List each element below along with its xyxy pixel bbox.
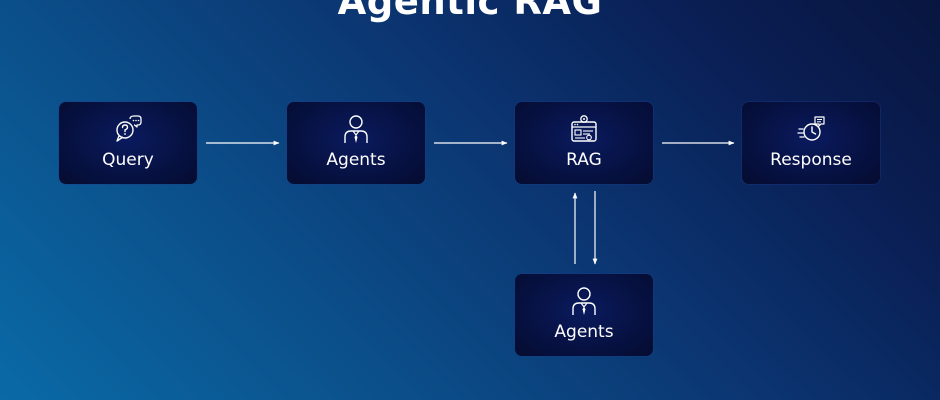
agent-person-icon	[572, 287, 596, 315]
rag-database-icon	[571, 115, 597, 142]
node-label: Agents	[326, 150, 386, 170]
question-chat-icon	[116, 115, 142, 142]
agent-person-icon	[344, 115, 368, 143]
node-query: Query	[59, 102, 197, 184]
node-response: Response	[742, 102, 880, 184]
node-label: Agents	[554, 322, 614, 342]
node-label: Query	[102, 150, 154, 170]
node-agents: Agents	[287, 102, 425, 184]
node-rag: RAG	[515, 102, 653, 184]
node-label: RAG	[566, 150, 602, 170]
node-label: Response	[770, 150, 852, 170]
fast-response-icon	[797, 116, 825, 141]
diagram-title: Agentic RAG	[337, 0, 603, 23]
node-agents-bottom: Agents	[515, 274, 653, 356]
